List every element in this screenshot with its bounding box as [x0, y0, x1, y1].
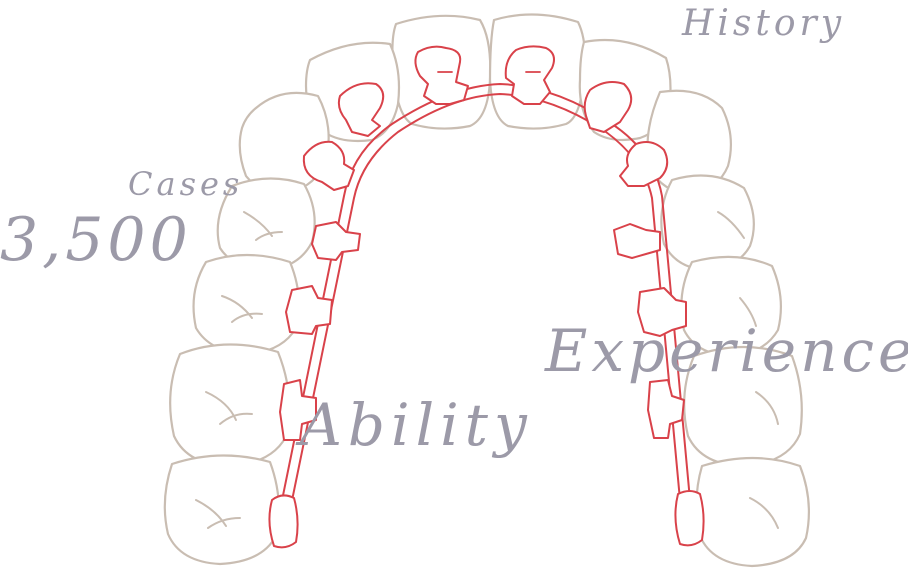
brace-wire — [277, 83, 691, 521]
ability-label: Ability — [300, 391, 533, 459]
bracket-premolar1-left — [311, 221, 361, 261]
tooth-molar2-right — [695, 456, 810, 568]
bracket-tube-right — [674, 490, 705, 547]
experience-label: Experience — [545, 317, 908, 385]
tooth-groove — [717, 211, 745, 239]
tooth-groove — [195, 499, 241, 529]
tooth-premolar1-right — [660, 174, 755, 272]
tooth-premolar1-left — [216, 177, 316, 272]
bracket-molar1-left — [279, 379, 317, 441]
bracket-lateral-right — [583, 81, 633, 133]
tooth-groove — [749, 497, 779, 529]
bracket-premolar2-left — [285, 285, 333, 335]
bracket-incisor-right — [504, 45, 555, 105]
tooth-premolar2-left — [192, 253, 300, 356]
tooth-molar2-left — [163, 454, 280, 566]
teeth-group — [163, 13, 810, 568]
bracket-tube-left — [268, 494, 299, 549]
tooth-groove — [755, 391, 779, 425]
bracket-canine-right — [619, 141, 669, 187]
bracket-premolar2-right — [637, 287, 687, 337]
history-label: History — [682, 3, 846, 44]
tooth-groove — [221, 295, 263, 323]
bracket-canine-left — [302, 140, 355, 191]
cases-label: Cases — [128, 165, 244, 203]
tooth-groove — [205, 391, 253, 425]
brace-brackets — [268, 45, 705, 549]
case-count-value: 3,500 — [0, 205, 192, 275]
bracket-premolar1-right — [613, 223, 661, 259]
tooth-molar1-left — [169, 343, 291, 468]
tooth-groove — [243, 211, 283, 241]
bracket-molar1-right — [647, 379, 685, 439]
bracket-incisor-left — [414, 45, 469, 105]
bracket-lateral-left — [337, 82, 385, 137]
tooth-molar1-right — [683, 345, 803, 468]
tooth-groove — [739, 297, 757, 327]
